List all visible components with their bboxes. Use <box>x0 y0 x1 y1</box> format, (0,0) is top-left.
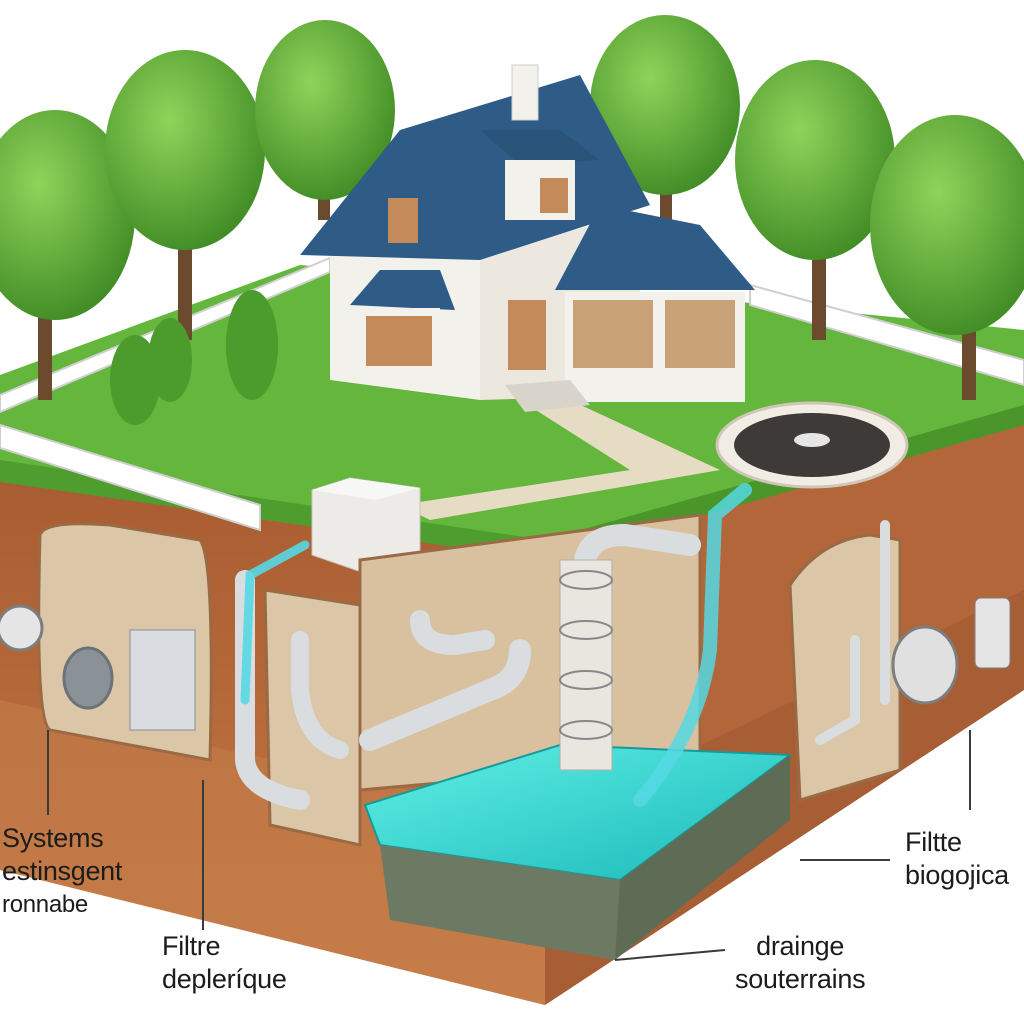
house <box>300 64 755 412</box>
septic-access-box <box>311 477 421 576</box>
label-systems: Systems estinsgent ronnabe <box>2 823 123 918</box>
garden-path <box>400 400 720 520</box>
drainage-basin <box>363 743 793 960</box>
label-filtre-biologique: Filtte biogojica <box>905 827 1009 890</box>
trees <box>0 15 1024 425</box>
label-filtre-depleriue: Filtre depleríque <box>162 931 287 994</box>
pipes <box>62 520 890 810</box>
leader-lines <box>47 730 971 961</box>
biofilter-disk <box>715 401 909 489</box>
vent-grilles <box>0 597 1011 731</box>
water-streams <box>240 483 752 807</box>
filter-tower <box>559 559 613 771</box>
label-drainage: drainge souterrains <box>735 931 866 994</box>
